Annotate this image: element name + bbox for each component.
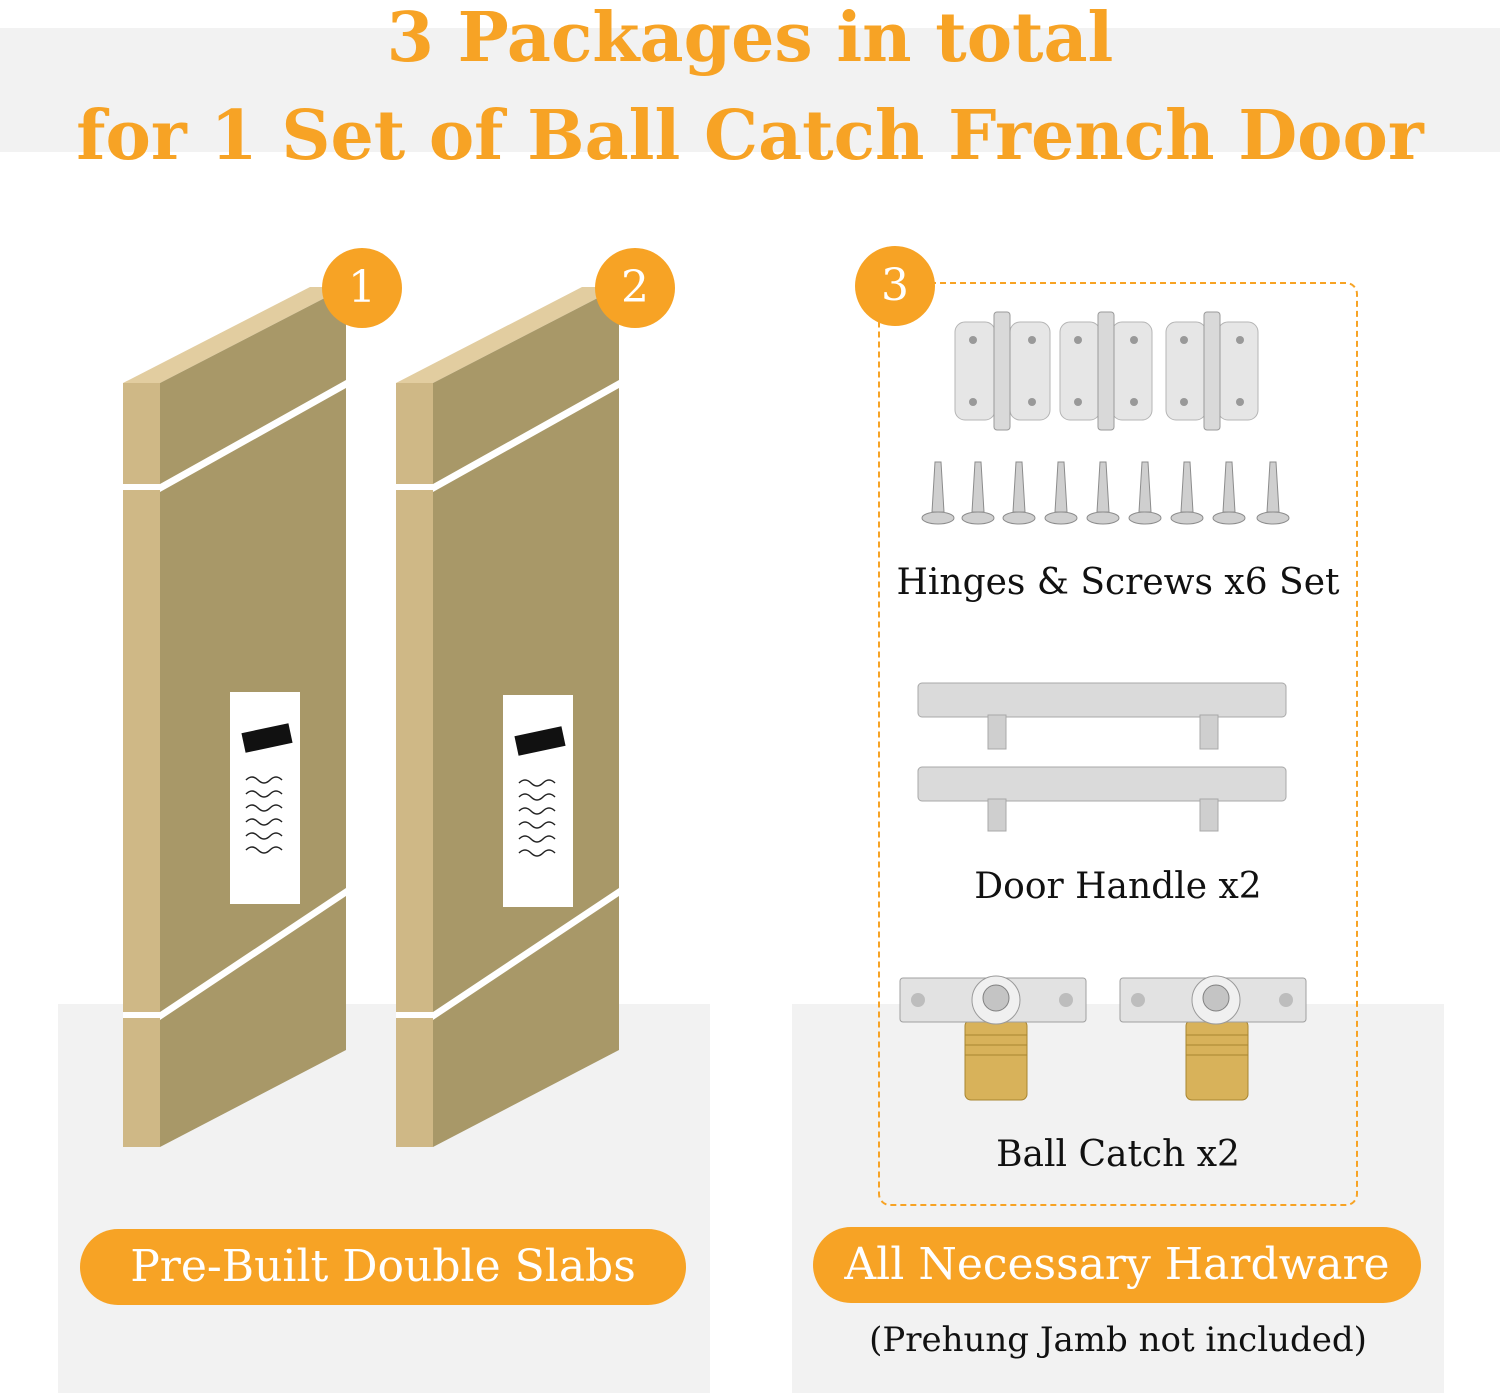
hardware-package-frame [878, 282, 1358, 1206]
door-handle-caption: Door Handle x2 [974, 866, 1262, 907]
hinges-caption: Hinges & Screws x6 Set [896, 562, 1340, 603]
ball-catch-caption: Ball Catch x2 [996, 1134, 1240, 1175]
header-band [0, 28, 1500, 152]
page-title-line-1: 3 Packages in total [386, 0, 1114, 78]
page-title-line-2: for 1 Set of Ball Catch French Door [76, 96, 1424, 176]
package-1-badge: 1 [322, 248, 402, 328]
prehung-jamb-note: (Prehung Jamb not included) [869, 1320, 1367, 1360]
package-3-badge: 3 [855, 246, 935, 326]
package-2-badge: 2 [595, 248, 675, 328]
hardware-label-pill: All Necessary Hardware [813, 1227, 1421, 1303]
slabs-label-pill: Pre-Built Double Slabs [80, 1229, 686, 1305]
hardware-floor-band [792, 1004, 1444, 1393]
